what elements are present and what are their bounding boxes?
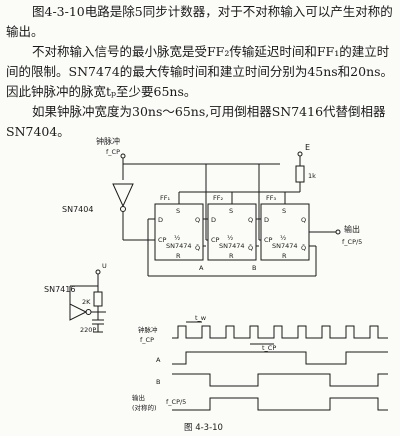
ff1-half: ½: [174, 234, 180, 242]
node-a-label: A: [199, 264, 204, 272]
ff3-s: S: [282, 207, 286, 215]
ff3-qbar: Q̄: [301, 243, 306, 252]
ff1-qbar: Q̄: [195, 243, 200, 252]
ff2-q: Q: [248, 216, 253, 224]
inverter-sn7404: [112, 183, 134, 208]
ff1-chip: SN7474: [166, 242, 192, 250]
ff3-cp: CP: [264, 236, 273, 244]
alt-vcc-terminal: [95, 269, 101, 275]
ff3-q: Q: [301, 216, 306, 224]
resistor-1k: [295, 165, 305, 183]
ff2-chip: SN7474: [219, 242, 245, 250]
paragraph-intro: 图4-3-10电路是除5同步计数器，对于不对称输入可以产生对称的输出。: [6, 4, 393, 39]
output-terminal: [335, 229, 341, 235]
clock-input-terminal: [120, 153, 126, 159]
timing-a-label: A: [156, 356, 161, 364]
ff2-cp: CP: [211, 236, 220, 244]
inverter-bubble: [120, 206, 126, 212]
timing-output-sub: f_CP/5: [166, 398, 186, 406]
alt-resistor-value: 2K: [82, 298, 91, 306]
timing-clock-wave: [172, 325, 388, 339]
supply-e-label: E: [305, 143, 310, 152]
alt-vcc-label: U: [102, 262, 107, 270]
paragraph-substitute: 如果钟脉冲宽度为30ns～65ns,可用倒相器SN7416代替倒相器SN7404…: [6, 104, 386, 139]
ff1-tag: FF₁: [160, 194, 170, 202]
timing-a-wave: [172, 351, 388, 365]
alt-inverter-label: SN7416: [44, 285, 75, 294]
ff2-d: D: [211, 216, 216, 224]
output-label: 输出: [344, 224, 360, 234]
timing-output-note: (对称的): [132, 403, 157, 412]
ff3-d: D: [264, 216, 269, 224]
ff2-s: S: [229, 207, 233, 215]
resistor-1k-value: 1k: [308, 172, 316, 180]
clock-input-sub: f_CP: [106, 148, 120, 156]
clock-input-label: 钟脉冲: [96, 136, 120, 146]
flip-flop-1: FF₁ S D Q CP ½ SN7474 Q̄ R: [154, 194, 204, 261]
timing-diagram: 钟脉冲 f_CP t_w t_CP A B 输出 (对称的) f_CP/5: [132, 314, 388, 412]
circuit-figure: 钟脉冲 f_CP SN7404 FF₁ S D Q CP ½ SN7474: [44, 136, 388, 433]
ff2-qbar: Q̄: [248, 243, 253, 252]
output-sub: f_CP/5: [342, 238, 362, 246]
alt-cap-value: 220P: [80, 326, 96, 334]
timing-clock-label: 钟脉冲: [138, 325, 158, 334]
ff2-half: ½: [227, 234, 233, 242]
paragraph-pulse-width: 不对称输入信号的最小脉宽是受FF₂传输延迟时间和FF₁的建立时间的限制。SN74…: [6, 44, 394, 99]
timing-b-label: B: [156, 378, 160, 386]
timing-output-wave: [172, 397, 388, 411]
ff1-s: S: [176, 207, 180, 215]
ff1-q: Q: [195, 216, 200, 224]
ff3-r: R: [282, 252, 287, 260]
timing-clock-sub: f_CP: [140, 336, 154, 344]
timing-tcp-label: t_CP: [262, 344, 276, 352]
ff3-half: ½: [280, 234, 286, 242]
alt-inverter-schematic: U SN7416 2K 220P: [44, 262, 107, 334]
alt-inverter-triangle: [69, 303, 88, 321]
ff1-cp: CP: [158, 236, 167, 244]
main-schematic: 钟脉冲 f_CP SN7404 FF₁ S D Q CP ½ SN7474: [62, 136, 362, 277]
supply-e-terminal: [297, 151, 303, 157]
node-b-label: B: [252, 264, 256, 272]
timing-output-label: 输出: [132, 393, 145, 402]
ff3-chip: SN7474: [272, 242, 298, 250]
ff1-d: D: [158, 216, 163, 224]
timing-b-wave: [172, 373, 388, 387]
inverter-label: SN7404: [62, 205, 93, 214]
ff3-tag: FF₃: [266, 194, 276, 202]
figure-caption: 图 4-3-10: [184, 423, 223, 433]
ff2-tag: FF₂: [213, 194, 223, 202]
ff1-r: R: [176, 252, 181, 260]
timing-tw-label: t_w: [195, 314, 207, 322]
alt-resistor: [93, 291, 103, 307]
ff2-r: R: [229, 252, 234, 260]
